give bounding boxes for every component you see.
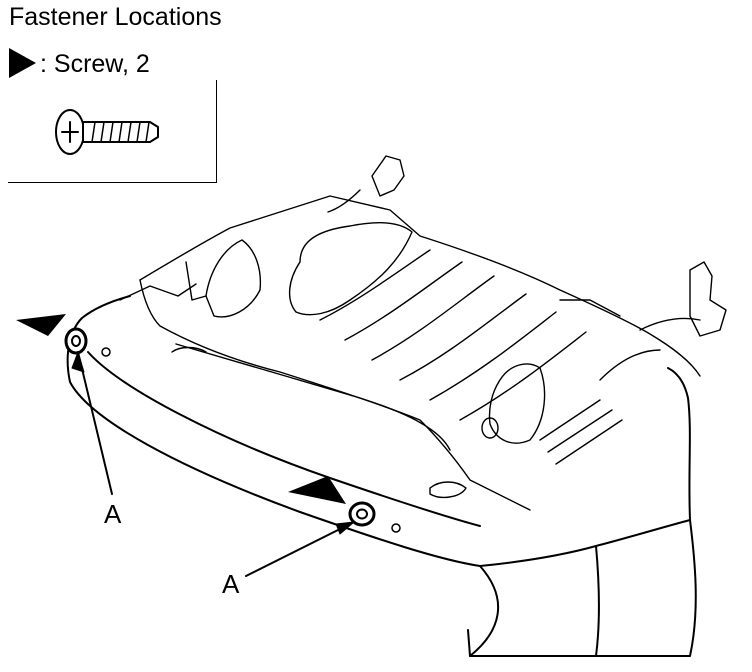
legend-box <box>8 80 217 183</box>
screw-icon <box>55 109 159 155</box>
pointer-arrow-icon <box>288 476 346 504</box>
pointer-arrow-icon <box>16 314 66 336</box>
screw-location-2 <box>245 476 401 577</box>
callout-label-a: A <box>104 499 122 529</box>
diagram-title: Fastener Locations <box>9 3 222 31</box>
seat-frame <box>119 155 727 511</box>
seat-cushion-shell <box>66 295 697 657</box>
triangle-pointer-icon <box>9 48 36 78</box>
screw-location-1 <box>16 314 113 495</box>
callout-label-a: A <box>222 569 240 599</box>
legend: : Screw, 2 <box>9 48 150 79</box>
legend-text: : Screw, 2 <box>40 50 150 78</box>
